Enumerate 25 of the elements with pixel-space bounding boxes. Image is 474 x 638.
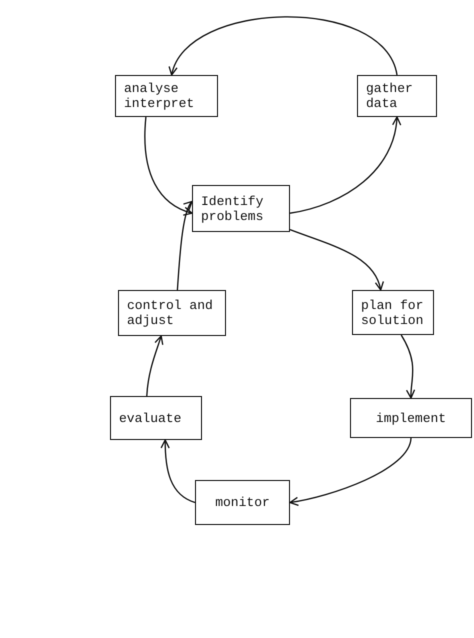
- arrow: [400, 334, 416, 399]
- process-box: [357, 75, 437, 117]
- arrow: [289, 438, 412, 506]
- box-label: Identify problems: [201, 194, 264, 224]
- box-label: analyse interpret: [124, 81, 196, 111]
- arrow: [144, 116, 193, 216]
- box-label: gather data: [366, 81, 414, 111]
- box-label: control and adjust: [127, 298, 214, 328]
- arrow: [170, 16, 398, 76]
- arrow: [176, 200, 193, 290]
- process-box: [110, 396, 202, 440]
- arrow: [146, 335, 164, 396]
- box-label: plan for solution: [361, 298, 424, 328]
- arrow: [160, 439, 196, 504]
- process-box: [118, 290, 226, 336]
- box-label: implement: [376, 410, 446, 426]
- process-box: [195, 480, 290, 525]
- box-label: monitor: [215, 495, 270, 510]
- arrow: [290, 116, 401, 214]
- arrow: [290, 229, 384, 291]
- process-box: [192, 185, 290, 232]
- process-box: [352, 290, 434, 335]
- box-label: evaluate: [119, 410, 182, 426]
- process-box: [115, 75, 218, 117]
- process-box: [350, 398, 472, 438]
